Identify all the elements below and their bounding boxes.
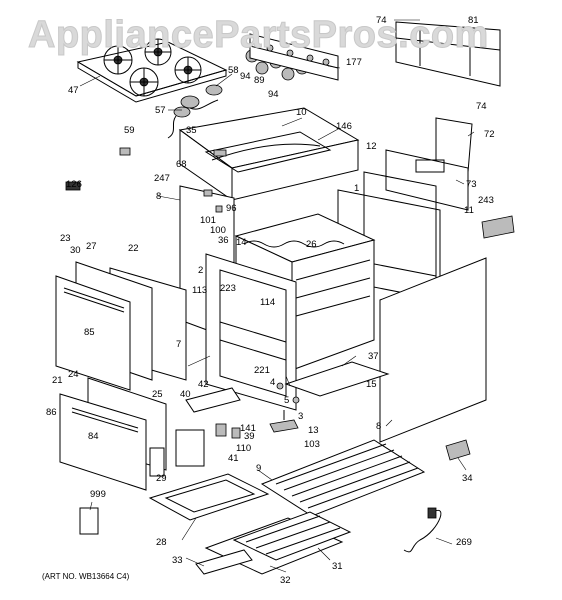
callout-label: 8 (376, 421, 382, 432)
callout-label: 15 (366, 379, 377, 390)
callout-label: 96 (226, 203, 237, 214)
callout-label: 74 (476, 101, 487, 112)
front-frame (205, 253, 297, 411)
callout-label: 32 (280, 575, 291, 586)
callout-label: 73 (466, 179, 477, 190)
callout-label: 25 (152, 389, 163, 400)
callout-label: 100 (210, 225, 226, 236)
callout-label: 13 (308, 425, 319, 436)
watermark: AppliancePartsPros.com (28, 14, 489, 57)
callout-label: 1 (354, 183, 360, 194)
callout-label: 11 (464, 205, 474, 216)
callout-label: 3 (298, 411, 304, 422)
oven-vent (385, 117, 473, 211)
callout-label: 12 (366, 141, 377, 152)
callout-label: 26 (306, 239, 317, 250)
callout-label: 9 (256, 463, 262, 474)
right-outer-panel (379, 257, 487, 443)
oven-rack (260, 439, 426, 517)
callout-label: 72 (484, 129, 495, 140)
callout-label: 999 (90, 489, 106, 500)
callout-label: 141 (240, 423, 256, 434)
callout-label: 35 (186, 125, 197, 136)
callout-label: 7 (176, 339, 182, 350)
callout-label: 33 (172, 555, 183, 566)
base-plate (276, 361, 390, 404)
callout-label: 94 (240, 71, 251, 82)
callout-label: 269 (456, 537, 472, 548)
broiler-drawer (195, 511, 352, 575)
part-59 (119, 147, 131, 156)
callout-label: 86 (46, 407, 57, 418)
control-panel (249, 33, 339, 81)
callout-label: 8 (156, 191, 162, 202)
callout-label: 57 (155, 105, 166, 116)
broiler-pan (148, 473, 270, 521)
callout-label: 31 (332, 561, 343, 572)
callout-label: 84 (88, 431, 99, 442)
callout-label: 58 (228, 65, 239, 76)
callout-label: 24 (68, 369, 79, 380)
top-frame (178, 107, 360, 201)
callout-label: 103 (304, 439, 320, 450)
bracket-34 (445, 439, 471, 461)
callout-label: 40 (180, 389, 191, 400)
callout-label: 5 (284, 395, 290, 406)
callout-label: 2 (198, 265, 204, 276)
leveling-leg (269, 410, 299, 433)
callout-label: 21 (52, 375, 63, 386)
callout-label: 177 (346, 57, 362, 68)
callout-label: 39 (244, 431, 255, 442)
callout-label: 28 (156, 537, 167, 548)
callout-label: 146 (336, 121, 352, 132)
callout-label: 81 (468, 15, 479, 26)
upper-oven-door (55, 261, 187, 391)
callout-label: 47 (68, 85, 79, 96)
callout-label: 22 (128, 243, 139, 254)
center-small-parts (149, 387, 241, 477)
callout-label: 89 (254, 75, 265, 86)
callout-label: 247 (154, 173, 170, 184)
callout-label: 101 (200, 215, 216, 226)
burner-assembly (167, 84, 223, 139)
power-cord (403, 507, 442, 553)
callout-label: 243 (478, 195, 494, 206)
callout-label: 221 (254, 365, 270, 376)
callout-label: 29 (156, 473, 167, 484)
callout-label: 59 (124, 125, 135, 136)
callout-label: 94 (268, 89, 279, 100)
callout-label: 126 (66, 179, 82, 190)
callout-label: 74 (376, 15, 387, 26)
leader-lines (79, 19, 475, 573)
callout-label: 110 (236, 443, 252, 454)
lower-drawer-door (59, 377, 167, 491)
callout-label: 42 (198, 379, 209, 390)
callout-label: 27 (86, 241, 97, 252)
part-243 (481, 215, 515, 239)
cooktop-grate (76, 38, 228, 103)
callout-label: 223 (220, 283, 236, 294)
callout-label: 68 (176, 159, 187, 170)
art-number: (ART NO. WB13664 C4) (42, 572, 130, 581)
callout-label: 30 (70, 245, 81, 256)
callout-label: 23 (60, 233, 71, 244)
callout-label: 34 (462, 473, 473, 484)
backguard (395, 21, 501, 87)
callout-label: 41 (228, 453, 239, 464)
callout-label: 113 (192, 285, 208, 296)
part-126 (65, 181, 81, 191)
callout-label: 36 (218, 235, 229, 246)
callout-label: 4 (270, 377, 276, 388)
callout-label: 85 (84, 327, 95, 338)
callout-label: 14 (236, 237, 247, 248)
callout-label: 10 (296, 107, 307, 118)
callout-label: 114 (260, 297, 276, 308)
literature-999 (79, 507, 99, 535)
callout-label: 37 (368, 351, 379, 362)
